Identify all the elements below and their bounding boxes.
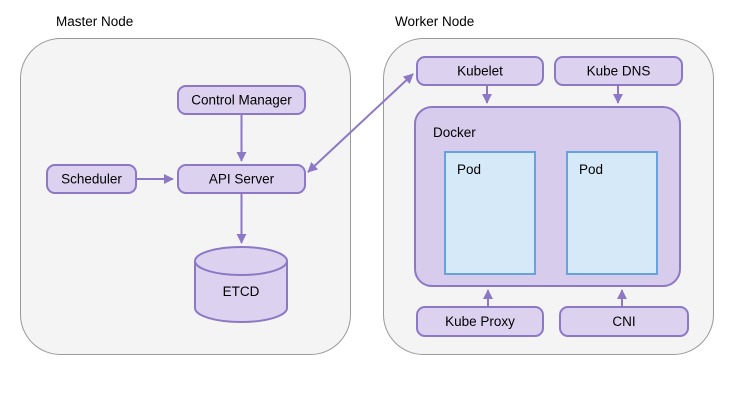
node-pod-1 <box>444 151 536 275</box>
docker-label: Docker <box>433 125 476 140</box>
control-manager-label: Control Manager <box>191 93 292 108</box>
cni-label: CNI <box>612 314 635 329</box>
kubelet-label: Kubelet <box>457 64 503 79</box>
node-control-manager <box>177 85 306 115</box>
kube-dns-label: Kube DNS <box>587 64 651 79</box>
pod-2-label: Pod <box>579 162 603 177</box>
api-server-label: API Server <box>209 172 275 187</box>
edge-api-server-kubelet-bidirectional <box>307 73 414 173</box>
etcd-cylinder-top <box>194 246 288 276</box>
etcd-cylinder-body <box>194 261 288 323</box>
node-kubelet <box>416 56 544 86</box>
node-pod-2 <box>566 151 658 275</box>
master-node-label: Master Node <box>56 14 133 29</box>
kube-proxy-label: Kube Proxy <box>445 314 515 329</box>
etcd-label: ETCD <box>223 284 260 299</box>
node-cni <box>559 306 689 337</box>
node-api-server <box>177 164 306 194</box>
scheduler-label: Scheduler <box>61 172 122 187</box>
node-kube-proxy <box>416 306 544 337</box>
node-kube-dns <box>554 56 683 86</box>
node-scheduler <box>46 164 137 194</box>
pod-1-label: Pod <box>457 162 481 177</box>
worker-node-label: Worker Node <box>395 14 474 29</box>
